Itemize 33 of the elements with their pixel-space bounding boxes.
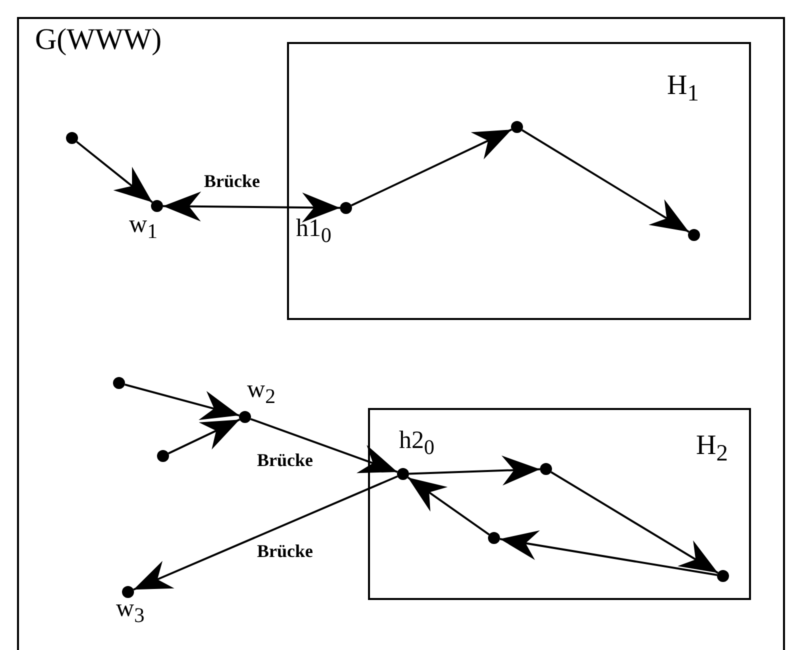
vertex-dot: [157, 450, 169, 462]
vertex-dot: [113, 377, 125, 389]
vertex-label: h1$_{0}$: [296, 216, 332, 246]
subgraph-label: H$_{2}$: [696, 432, 728, 466]
vertex-label: w$_{1}$: [129, 212, 158, 242]
arrow: [351, 128, 512, 206]
subgraph-label: H$_{1}$: [667, 72, 699, 106]
edge-label: Brücke: [256, 542, 314, 560]
edge-label: Brücke: [256, 451, 314, 469]
vertex-label: w$_{2}$: [247, 377, 276, 407]
arrow: [408, 456, 540, 486]
arrow: [407, 476, 490, 536]
arrow: [522, 129, 690, 233]
arrow: [124, 384, 240, 420]
graph-label: G(WWW): [35, 25, 162, 55]
vertex-dot: [717, 570, 729, 582]
arrow: [250, 418, 398, 474]
arrow: [500, 530, 718, 576]
arrow: [133, 475, 398, 591]
arrow: [162, 191, 340, 223]
vertex-dot: [688, 229, 700, 241]
vertex-dot: [66, 132, 78, 144]
arrow: [168, 418, 240, 454]
arrow: [550, 471, 718, 574]
subgraph-box: [287, 42, 751, 320]
arrow: [76, 140, 153, 204]
vertex-dot: [540, 463, 552, 475]
vertex-label: w$_{3}$: [116, 596, 144, 626]
vertex-label: h2$_{0}$: [399, 428, 434, 458]
edge-label: Brücke: [203, 172, 261, 190]
vertex-dot: [488, 532, 500, 544]
subgraph-box: [368, 408, 751, 600]
vertex-dot: [511, 121, 523, 133]
